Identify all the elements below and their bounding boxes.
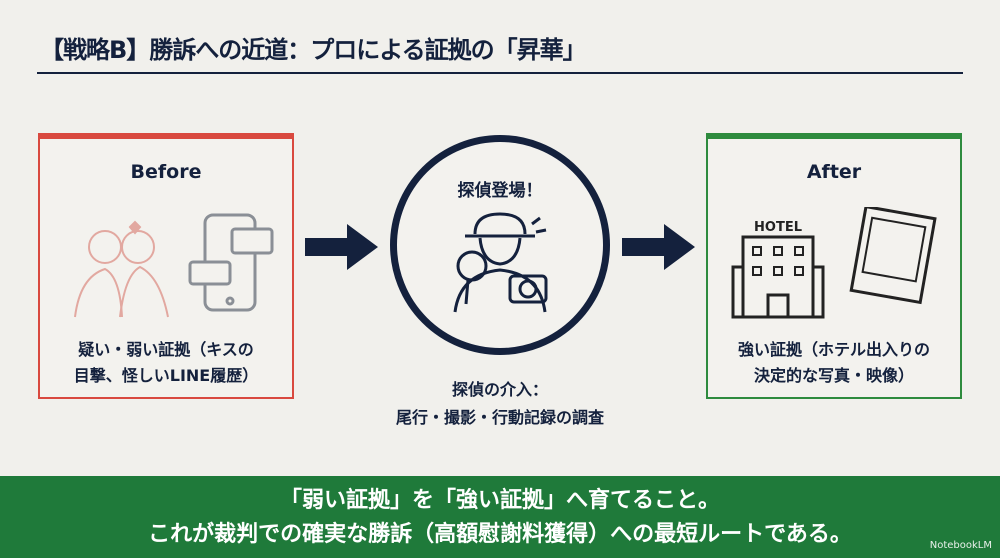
banner-line2: これが裁判での確実な勝訴（高額慰謝料獲得）への最短ルートである。 <box>148 522 852 547</box>
after-card: After HOTEL 強い証拠（ホテル出入りの 決定的な写真・映像） <box>706 133 962 399</box>
arrow-right-icon <box>305 224 378 270</box>
before-desc-line2: 目撃、怪しいLINE履歴） <box>73 366 259 385</box>
title-divider <box>37 72 963 74</box>
before-desc-line1: 疑い・弱い証拠（キスの <box>78 340 254 359</box>
detective-desc-line1: 探偵の介入： <box>451 380 548 399</box>
before-card: Before 疑い・弱い証拠（キスの 目撃、怪しいLINE履歴） <box>38 133 294 399</box>
notebooklm-watermark: NotebookLM <box>929 540 992 551</box>
after-heading: After <box>806 161 862 183</box>
hotel-and-photo-icon: HOTEL <box>731 207 937 319</box>
hotel-sign: HOTEL <box>754 220 802 235</box>
arrow-right-icon <box>622 224 695 270</box>
page-title: 【戦略B】勝訴への近道：プロによる証拠の「昇華」 <box>40 36 587 64</box>
conclusion-banner: 「弱い証拠」を「強い証拠」へ育てること。 これが裁判での確実な勝訴（高額慰謝料獲… <box>0 476 1000 558</box>
detective-circle: 探偵登場！ <box>390 135 610 355</box>
before-heading: Before <box>130 161 202 183</box>
banner-line1: 「弱い証拠」を「強い証拠」へ育てること。 <box>279 488 720 513</box>
kiss-and-phone-icon <box>74 213 274 318</box>
detective-icon <box>453 212 548 313</box>
after-desc-line1: 強い証拠（ホテル出入りの <box>737 340 930 359</box>
detective-heading: 探偵登場！ <box>457 181 543 201</box>
after-desc-line2: 決定的な写真・映像） <box>753 366 914 385</box>
detective-desc-line2: 尾行・撮影・行動記録の調査 <box>395 408 604 427</box>
